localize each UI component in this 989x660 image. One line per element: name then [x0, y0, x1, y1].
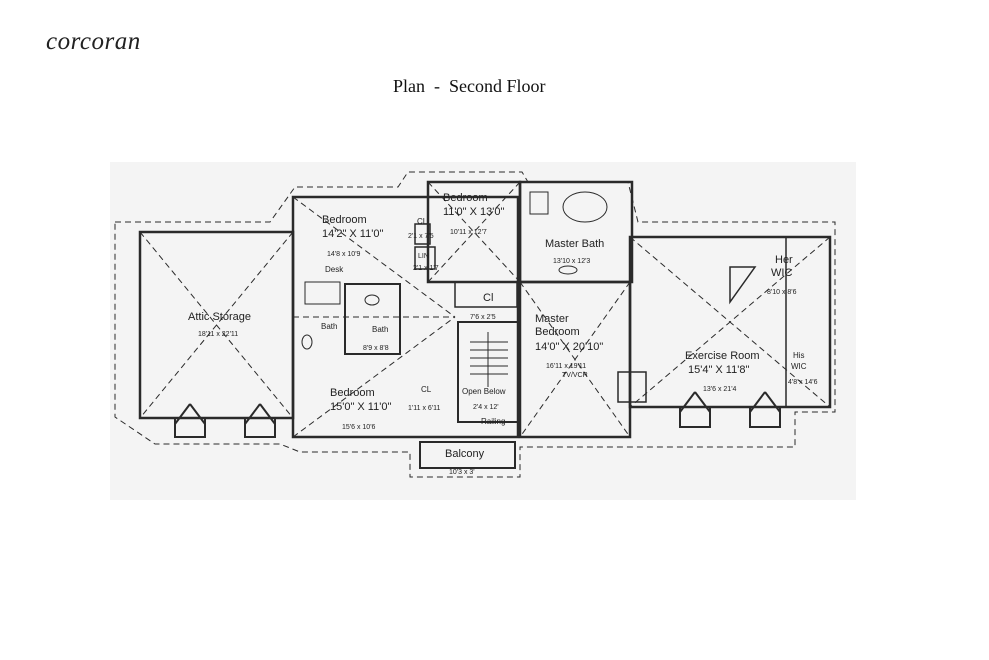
master-bath-label: Master Bath	[545, 238, 604, 250]
floor-plan-drawing: Attic Storage 18'11 x 22'11 Bedroom 14'2…	[110, 162, 856, 500]
bedroom-nw-dim: 14'8 x 10'9	[327, 251, 361, 258]
his-wic-dim: 4'8 x 14'6	[788, 379, 818, 386]
bedroom-nw-label: Bedroom	[322, 214, 367, 226]
bedroom-sw-size: 15'0" X 11'0"	[330, 401, 391, 413]
exercise-room-size: 15'4" X 11'8"	[688, 364, 749, 376]
attic-storage-label: Attic Storage	[188, 311, 251, 323]
corcoran-logo: corcoran	[46, 28, 141, 55]
master-bath-dim: 13'10 x 12'3	[553, 258, 590, 265]
balcony-label: Balcony	[445, 448, 485, 460]
closet-nw-dim: 2'1 x 7'5	[408, 233, 434, 240]
bedroom-n-size: 11'0" X 13'0"	[443, 206, 504, 218]
his-wic-label-2: WIC	[791, 362, 807, 371]
master-bedroom-size: 14'0" X 20'10"	[535, 341, 603, 353]
page-title: Plan - Second Floor	[393, 76, 546, 96]
bedroom-nw-size: 14'2" X 11'0"	[322, 228, 383, 240]
desk-label: Desk	[325, 265, 344, 274]
open-below-dim: 2'4 x 12'	[473, 404, 499, 411]
hall-closet-dim: 7'6 x 2'5	[470, 314, 496, 321]
bedroom-sw-dim: 15'6 x 10'6	[342, 424, 376, 431]
bath-left-label: Bath	[321, 322, 337, 331]
bath-right-dim: 8'9 x 8'8	[363, 345, 389, 352]
linen-label: LIN	[418, 253, 429, 260]
master-bedroom-note: TV/VCR	[562, 372, 588, 379]
floor-plan: Attic Storage 18'11 x 22'11 Bedroom 14'2…	[110, 162, 856, 500]
bath-right-label: Bath	[372, 325, 388, 334]
hall-closet-label: Cl	[483, 292, 493, 304]
exercise-room-label: Exercise Room	[685, 350, 760, 362]
closet-sw-label: CL	[421, 385, 432, 394]
bedroom-sw-label: Bedroom	[330, 387, 375, 399]
master-bedroom-dim: 16'11 x 19'11	[546, 363, 586, 370]
closet-sw-dim: 1'11 x 6'11	[408, 405, 440, 412]
her-wic-dim: 8'10 x 8'6	[767, 289, 797, 296]
closet-nw-label: CL	[417, 217, 428, 226]
master-bedroom-label-2: Bedroom	[535, 326, 580, 338]
her-wic-label-1: Her	[775, 254, 793, 266]
her-wic-label-2: WIC	[771, 267, 792, 279]
his-wic-label-1: His	[793, 351, 805, 360]
exercise-room-dim: 13'6 x 21'4	[703, 386, 737, 393]
linen-dim: 2'1 x 1'7	[413, 265, 439, 272]
bedroom-n-dim: 10'11 x 12'7	[450, 229, 487, 236]
balcony-dim: 10'3 x 3'	[449, 469, 475, 476]
railing-label: Railing	[481, 417, 505, 426]
master-bedroom-label-1: Master	[535, 313, 569, 325]
bedroom-n-label: Bedroom	[443, 192, 488, 204]
open-below-label: Open Below	[462, 387, 506, 396]
attic-storage-dim: 18'11 x 22'11	[198, 331, 238, 338]
